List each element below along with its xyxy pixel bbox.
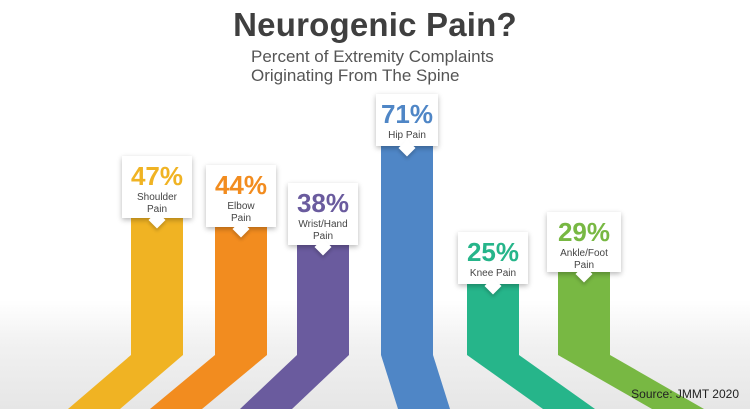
bar-ankle-foot-pain <box>558 268 610 355</box>
category-label-wrist-hand-pain-line-2: Pain <box>312 231 333 242</box>
category-label-ankle-foot-pain-line-1: Ankle/Foot <box>560 248 608 259</box>
category-label-elbow-pain-line-1: Elbow <box>227 201 255 212</box>
category-label-shoulder-pain-line-2: Pain <box>146 204 167 215</box>
value-label-wrist-hand-pain: 38% <box>296 188 350 218</box>
bar-hip-pain <box>381 142 433 355</box>
category-label-hip-pain-line-1: Hip Pain <box>388 130 426 141</box>
chart-subtitle-line-2: Originating From The Spine <box>251 66 460 85</box>
bar-label-card-knee-pain: 25%Knee Pain <box>458 232 528 284</box>
value-label-elbow-pain: 44% <box>214 170 268 200</box>
value-label-hip-pain: 71% <box>380 99 434 129</box>
source-note: Source: JMMT 2020 <box>631 387 739 401</box>
chart-subtitle-line-1: Percent of Extremity Complaints <box>251 47 494 66</box>
value-label-shoulder-pain: 47% <box>130 161 184 191</box>
bar-floor-hip-pain <box>381 355 450 409</box>
value-label-ankle-foot-pain: 29% <box>557 217 611 247</box>
category-label-ankle-foot-pain-line-2: Pain <box>573 260 594 271</box>
bar-wrist-hand-pain <box>297 241 349 355</box>
category-label-shoulder-pain-line-1: Shoulder <box>136 192 178 203</box>
category-label-wrist-hand-pain-line-1: Wrist/Hand <box>298 219 348 230</box>
bar-shoulder-pain <box>131 214 183 355</box>
bar-label-card-hip-pain: 71%Hip Pain <box>376 94 438 146</box>
category-label-elbow-pain-line-2: Pain <box>230 213 251 224</box>
value-label-knee-pain: 25% <box>466 237 520 267</box>
bar-elbow-pain <box>215 223 267 355</box>
category-label-knee-pain-line-1: Knee Pain <box>469 268 517 279</box>
chart-title: Neurogenic Pain? <box>233 6 517 43</box>
